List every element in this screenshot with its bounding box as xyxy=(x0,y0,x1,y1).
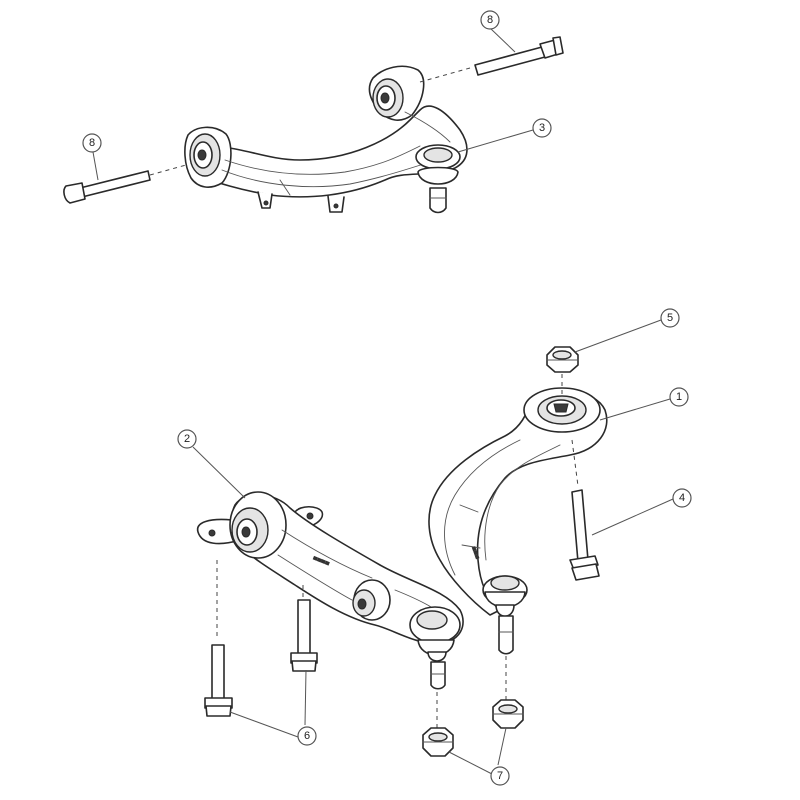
callout-2: 2 xyxy=(177,429,197,449)
axis-bolt-8-top xyxy=(419,67,471,83)
nut-7-left xyxy=(422,727,454,757)
callout-4: 4 xyxy=(672,488,692,508)
callout-8-top-label: 8 xyxy=(487,14,493,26)
callout-2-label: 2 xyxy=(184,433,190,445)
leader-6a xyxy=(229,711,299,738)
callout-8-left-label: 8 xyxy=(89,137,95,149)
callout-3: 3 xyxy=(532,118,552,138)
callout-6: 6 xyxy=(297,726,317,746)
leader-7b xyxy=(497,727,507,766)
callout-1: 1 xyxy=(669,387,689,407)
bolt-6-left xyxy=(204,644,233,717)
callout-8-left: 8 xyxy=(82,133,102,153)
callout-6-label: 6 xyxy=(304,730,310,742)
leader-8-left xyxy=(92,151,99,181)
bolt-6-right xyxy=(290,599,318,672)
nut-7-right xyxy=(492,699,524,729)
callout-1-label: 1 xyxy=(676,391,682,403)
callout-3-label: 3 xyxy=(539,122,545,134)
leader-7a xyxy=(448,751,493,775)
callout-5-label: 5 xyxy=(667,312,673,324)
leader-3 xyxy=(457,129,534,153)
callout-5: 5 xyxy=(660,308,680,328)
leader-2 xyxy=(192,446,246,499)
leader-8-top xyxy=(489,27,516,53)
bolt-4 xyxy=(569,489,600,581)
upper-control-arm xyxy=(184,65,468,214)
callout-4-label: 4 xyxy=(679,492,685,504)
lower-arm-1: ▀▀▀ xyxy=(428,387,608,655)
lower-arm-2: ▀▀▀▀ xyxy=(196,491,464,690)
callout-7: 7 xyxy=(490,766,510,786)
nut-5 xyxy=(546,346,579,373)
axis-bolt-8-left xyxy=(149,164,187,176)
leader-1 xyxy=(599,398,671,421)
leader-4 xyxy=(591,498,674,536)
leader-5 xyxy=(574,319,662,353)
bolt-8-top xyxy=(474,36,564,76)
leader-6b xyxy=(304,669,307,726)
callout-8-top: 8 xyxy=(480,10,500,30)
bolt-8-left xyxy=(63,170,151,204)
callout-7-label: 7 xyxy=(497,770,503,782)
